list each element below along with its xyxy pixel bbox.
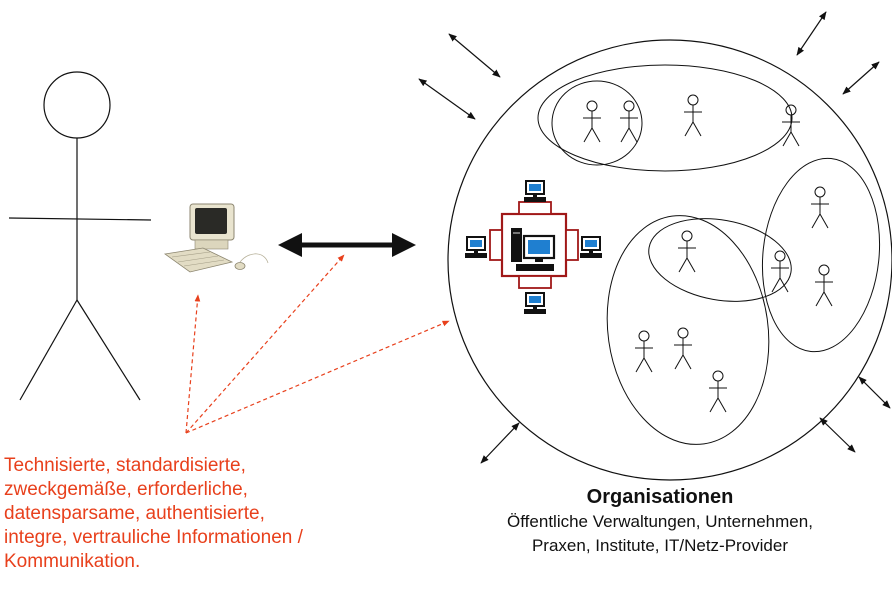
dashed-red-arrows	[185, 254, 450, 434]
bidirectional-arrow	[278, 233, 416, 257]
organisation-subtitle-line: Praxen, Institute, IT/Netz-Provider	[531, 536, 789, 555]
organisation-circle	[447, 39, 892, 481]
caption-line: Kommunikation.	[4, 551, 141, 572]
caption-text: Technisierte, standardisierte, zweckgemä…	[4, 454, 404, 574]
caption-line: Technisierte, standardisierte,	[4, 455, 246, 476]
network-icon	[464, 180, 603, 315]
interaction-arrows	[418, 11, 891, 464]
desktop-computer-icon	[163, 203, 269, 273]
person-figures	[582, 94, 834, 413]
caption-line: integre, vertrauliche Informationen /	[4, 527, 303, 548]
caption-line: zweckgemäße, erforderliche,	[4, 479, 248, 500]
organisation-subtitle-line: Öffentliche Verwaltungen, Unternehmen,	[507, 512, 813, 531]
organisation-title: Organisationen	[586, 486, 734, 508]
caption-line: datensparsame, authentisierte,	[4, 503, 265, 524]
group-ellipses	[537, 64, 881, 445]
organisation-label: Organisationen Öffentliche Verwaltungen,…	[440, 484, 880, 558]
person-icon	[8, 71, 152, 401]
